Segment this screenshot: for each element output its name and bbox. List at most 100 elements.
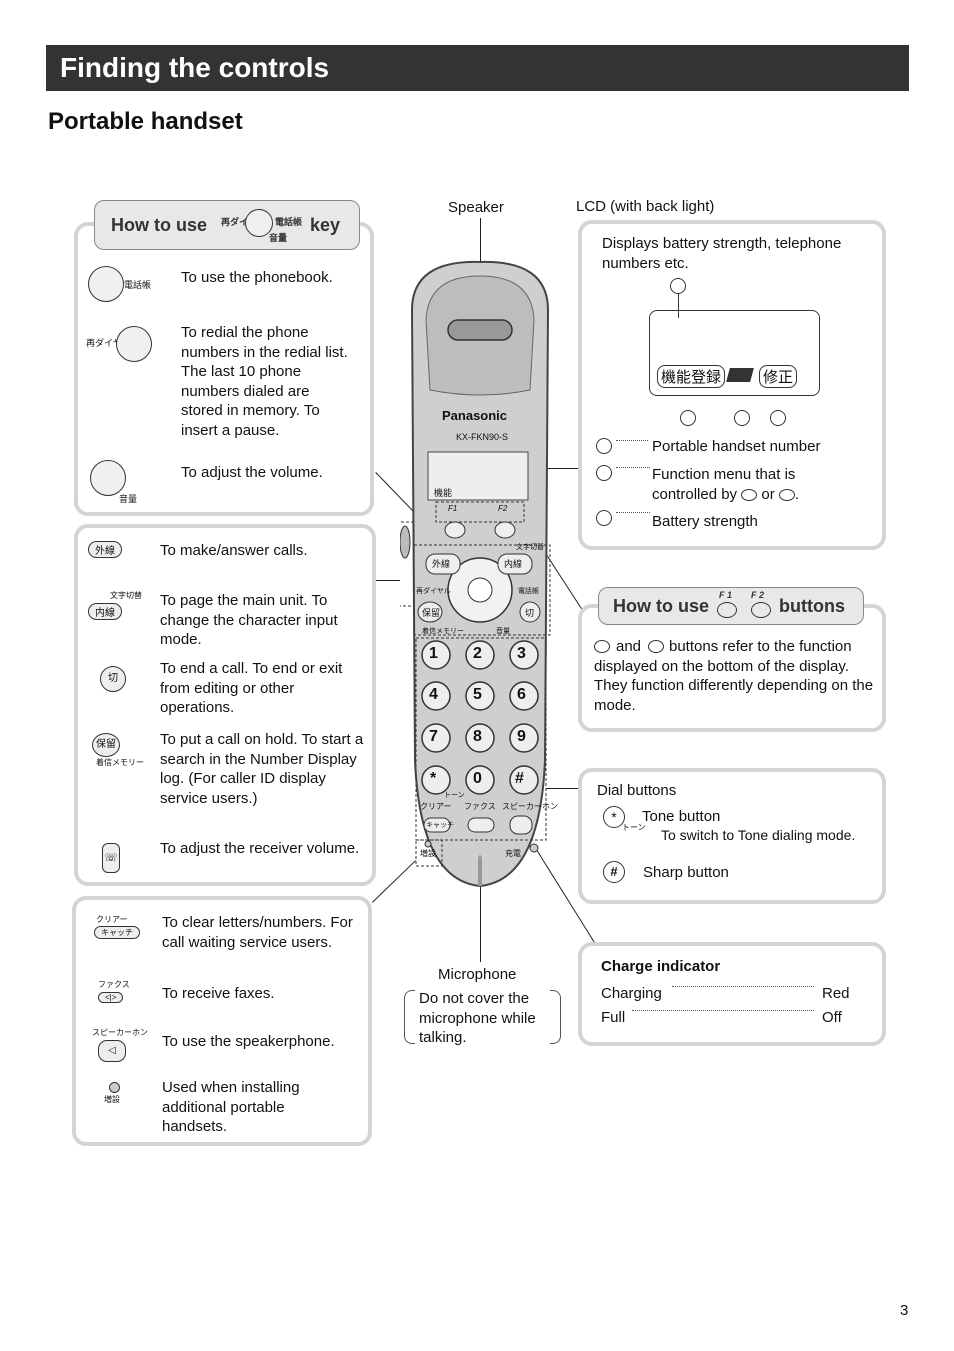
receiver-volume-desc: To adjust the receiver volume. bbox=[160, 840, 360, 857]
handset-hold-button[interactable]: 保留 bbox=[422, 608, 441, 618]
charge-panel bbox=[578, 942, 886, 1046]
navkey-header: How to use 再ダイヤル 電話帳 音量 key bbox=[94, 200, 360, 250]
f2-inline-icon bbox=[648, 640, 664, 653]
handset-fax-label: ファクス bbox=[464, 802, 496, 811]
redial-icon-label: 再ダイヤル bbox=[221, 217, 266, 227]
redial-desc: To redial the phone numbers in the redia… bbox=[181, 324, 348, 439]
f2-icon bbox=[778, 488, 795, 501]
lcd-label: LCD (with back light) bbox=[576, 198, 715, 215]
callout-1-icon bbox=[670, 278, 686, 294]
handset-f2-label: F2 bbox=[498, 504, 508, 513]
tone-sub-label: トーン bbox=[622, 823, 646, 832]
handset-book-label: 電話帳 bbox=[518, 588, 539, 595]
buttons-connector bbox=[376, 580, 400, 581]
handset-clear-label: クリアー bbox=[420, 802, 452, 811]
key-3[interactable]: 3 bbox=[517, 645, 526, 662]
intercom-desc: To page the main unit. To change the cha… bbox=[160, 592, 338, 648]
tone-icon: * bbox=[603, 806, 625, 828]
nav-key-icon bbox=[245, 209, 273, 237]
handset-ext-label: 増設 bbox=[420, 849, 436, 858]
page-number: 3 bbox=[900, 1302, 909, 1319]
charging-label: Charging bbox=[601, 985, 662, 1002]
handset-screen-label: 機能 bbox=[434, 488, 453, 498]
callout-3-icon bbox=[734, 410, 750, 426]
handset-f1-label: F1 bbox=[448, 504, 458, 513]
legend-handset-number: Portable handset number bbox=[652, 438, 821, 455]
key-sharp[interactable]: # bbox=[515, 770, 524, 787]
battery-icon bbox=[726, 368, 754, 382]
mic-note: Do not cover the microphone while talkin… bbox=[419, 990, 536, 1046]
volume-icon-label: 音量 bbox=[269, 233, 288, 243]
caller-memo-label: 着信メモリー bbox=[96, 758, 144, 767]
charging-dots bbox=[672, 986, 814, 987]
mic-note-bracket-right bbox=[550, 990, 561, 1044]
speakerphone-label: スピーカーホン bbox=[92, 1028, 148, 1037]
off-icon: 切 bbox=[100, 666, 126, 692]
section-title: Portable handset bbox=[48, 108, 243, 135]
phonebook-icon-label: 電話帳 bbox=[275, 217, 303, 227]
outside-line-desc: To make/answer calls. bbox=[160, 542, 308, 559]
key-5[interactable]: 5 bbox=[473, 686, 482, 703]
f1-header-label: F 1 bbox=[719, 590, 733, 600]
fbuttons-panel bbox=[578, 604, 886, 732]
handset-redial-label: 再ダイヤル bbox=[416, 588, 451, 595]
speakerphone-desc: To use the speakerphone. bbox=[162, 1033, 335, 1050]
lcd-function-right: 修正 bbox=[759, 365, 798, 388]
key-6[interactable]: 6 bbox=[517, 686, 526, 703]
sharp-label: Sharp button bbox=[643, 864, 729, 881]
hold-icon: 保留 bbox=[92, 733, 120, 757]
redial-icon: 再ダイヤル bbox=[86, 338, 131, 348]
handset-brand: Panasonic bbox=[442, 408, 508, 423]
hold-desc: To put a call on hold. To start a search… bbox=[160, 731, 364, 807]
legend-3-dots bbox=[616, 512, 650, 513]
handset-off-button[interactable]: 切 bbox=[525, 608, 535, 618]
fbuttons-and: and bbox=[616, 638, 642, 655]
handset-vol-label: 音量 bbox=[496, 628, 510, 635]
handset-charge-label: 充電 bbox=[505, 849, 521, 858]
key-2[interactable]: 2 bbox=[473, 645, 482, 662]
f1-header-icon bbox=[717, 602, 737, 618]
legend-2-icon bbox=[596, 465, 612, 481]
handset-intercom-button[interactable]: 内線 bbox=[504, 559, 523, 569]
dial-title: Dial buttons bbox=[597, 782, 677, 799]
fax-label: ファクス bbox=[98, 980, 130, 989]
fbuttons-header-buttons: buttons bbox=[779, 596, 845, 616]
f1-icon bbox=[741, 488, 758, 501]
extension-desc: Used when installing additional portable… bbox=[162, 1079, 300, 1135]
key-4[interactable]: 4 bbox=[429, 686, 438, 703]
catch-icon: キャッチ bbox=[94, 926, 140, 939]
navkey-panel bbox=[74, 222, 374, 516]
fbuttons-desc: buttons refer to the function displayed … bbox=[594, 638, 874, 714]
callout-2-icon bbox=[680, 410, 696, 426]
key-0[interactable]: 0 bbox=[473, 770, 482, 787]
legend-battery: Battery strength bbox=[652, 513, 758, 530]
navkey-header-label: How to use bbox=[111, 215, 208, 235]
receiver-volume-icon: ☏ bbox=[102, 843, 120, 873]
key-1[interactable]: 1 bbox=[429, 645, 438, 662]
key-8[interactable]: 8 bbox=[473, 728, 482, 745]
intercom-icon: 内線 bbox=[88, 603, 122, 620]
phonebook-desc: To use the phonebook. bbox=[181, 269, 333, 286]
key-9[interactable]: 9 bbox=[517, 728, 526, 745]
charging-value: Red bbox=[822, 985, 850, 1002]
lcd-screen bbox=[649, 310, 820, 396]
handset-sp-label: スピーカーホン bbox=[502, 802, 558, 811]
f2-header-label: F 2 bbox=[751, 590, 765, 600]
key-star[interactable]: * bbox=[430, 770, 437, 787]
mic-note-bracket-left bbox=[404, 990, 415, 1044]
fbuttons-header: How to use F 1 F 2 buttons bbox=[598, 587, 864, 625]
key-7[interactable]: 7 bbox=[429, 728, 438, 745]
handset-catch-button[interactable]: キャッチ bbox=[426, 822, 454, 829]
volume-desc: To adjust the volume. bbox=[181, 464, 323, 481]
lcd-function-left: 機能登録 bbox=[657, 365, 726, 388]
handset-mode-label: 文字切替 bbox=[516, 544, 544, 551]
legend-2-dots bbox=[616, 467, 650, 468]
tone-desc: To switch to Tone dialing mode. bbox=[661, 827, 856, 843]
clear-label: クリアー bbox=[96, 915, 128, 924]
phonebook-icon: 電話帳 bbox=[124, 280, 152, 290]
off-desc: To end a call. To end or exit from editi… bbox=[160, 660, 343, 716]
tone-label: Tone button bbox=[642, 808, 721, 825]
legend-1-dots bbox=[616, 440, 648, 441]
handset-outline-button[interactable]: 外線 bbox=[432, 559, 451, 569]
sharp-icon: # bbox=[603, 861, 625, 883]
